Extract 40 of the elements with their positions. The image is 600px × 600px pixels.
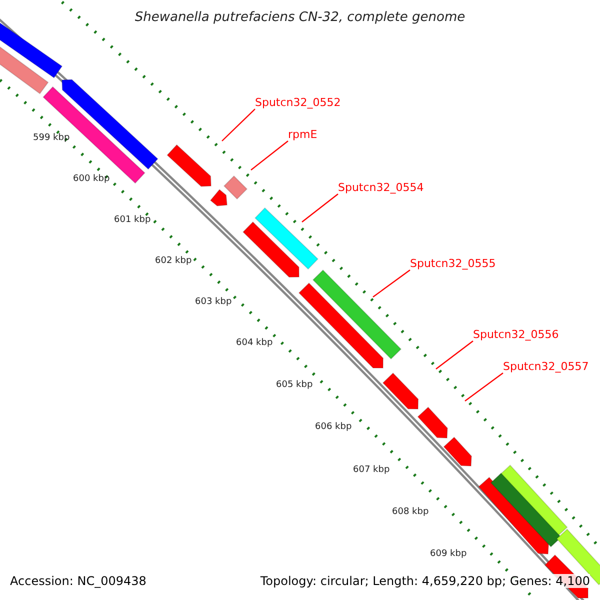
scale-label: 603 kbp bbox=[195, 297, 232, 307]
scale-label: 608 kbp bbox=[392, 507, 429, 517]
gene-segment bbox=[382, 372, 419, 410]
gene-segment bbox=[0, 22, 63, 78]
scale-label: 606 kbp bbox=[315, 422, 352, 432]
gene-segment bbox=[210, 188, 228, 206]
scale-label: 600 kbp bbox=[73, 174, 110, 184]
gene-segment bbox=[556, 528, 600, 586]
leader-line bbox=[464, 372, 504, 402]
gene-segment bbox=[490, 472, 562, 548]
scale-label: 605 kbp bbox=[276, 380, 313, 390]
scale-label: 602 kbp bbox=[155, 256, 192, 266]
scale-label: 601 kbp bbox=[114, 215, 151, 225]
leader-line bbox=[302, 194, 338, 222]
gene-segment bbox=[0, 46, 49, 94]
gene-segment bbox=[312, 269, 402, 360]
scale-label: 607 kbp bbox=[353, 465, 390, 475]
accession-note: Accession: NC_009438 bbox=[10, 574, 146, 588]
scale-label: 599 kbp bbox=[33, 133, 70, 143]
leader-line bbox=[222, 108, 256, 142]
gene-segment bbox=[254, 207, 319, 270]
leader-line bbox=[250, 140, 288, 170]
gene-label: rpmE bbox=[288, 128, 318, 141]
leader-line bbox=[372, 270, 410, 298]
gene-label: Sputcn32_0552 bbox=[255, 96, 341, 109]
title: Shewanella putrefaciens CN-32, complete genome bbox=[134, 10, 466, 25]
gene-segment bbox=[166, 144, 212, 187]
gene-label: Sputcn32_0555 bbox=[410, 257, 496, 270]
gene-segment bbox=[443, 436, 472, 467]
scale-label: 604 kbp bbox=[236, 338, 273, 348]
gene-segment bbox=[417, 406, 448, 439]
gene-segment bbox=[242, 221, 300, 278]
gene-label: Sputcn32_0554 bbox=[338, 181, 424, 194]
gene-label: Sputcn32_0556 bbox=[473, 328, 559, 341]
leader-line bbox=[436, 340, 474, 370]
gene-segment bbox=[223, 175, 248, 200]
gene-segment bbox=[298, 282, 384, 368]
gene-label: Sputcn32_0557 bbox=[503, 360, 589, 373]
genome-info-note: Topology: circular; Length: 4,659,220 bp; Genes: 4,100 bbox=[260, 574, 590, 588]
scale-label: 609 kbp bbox=[430, 549, 467, 559]
